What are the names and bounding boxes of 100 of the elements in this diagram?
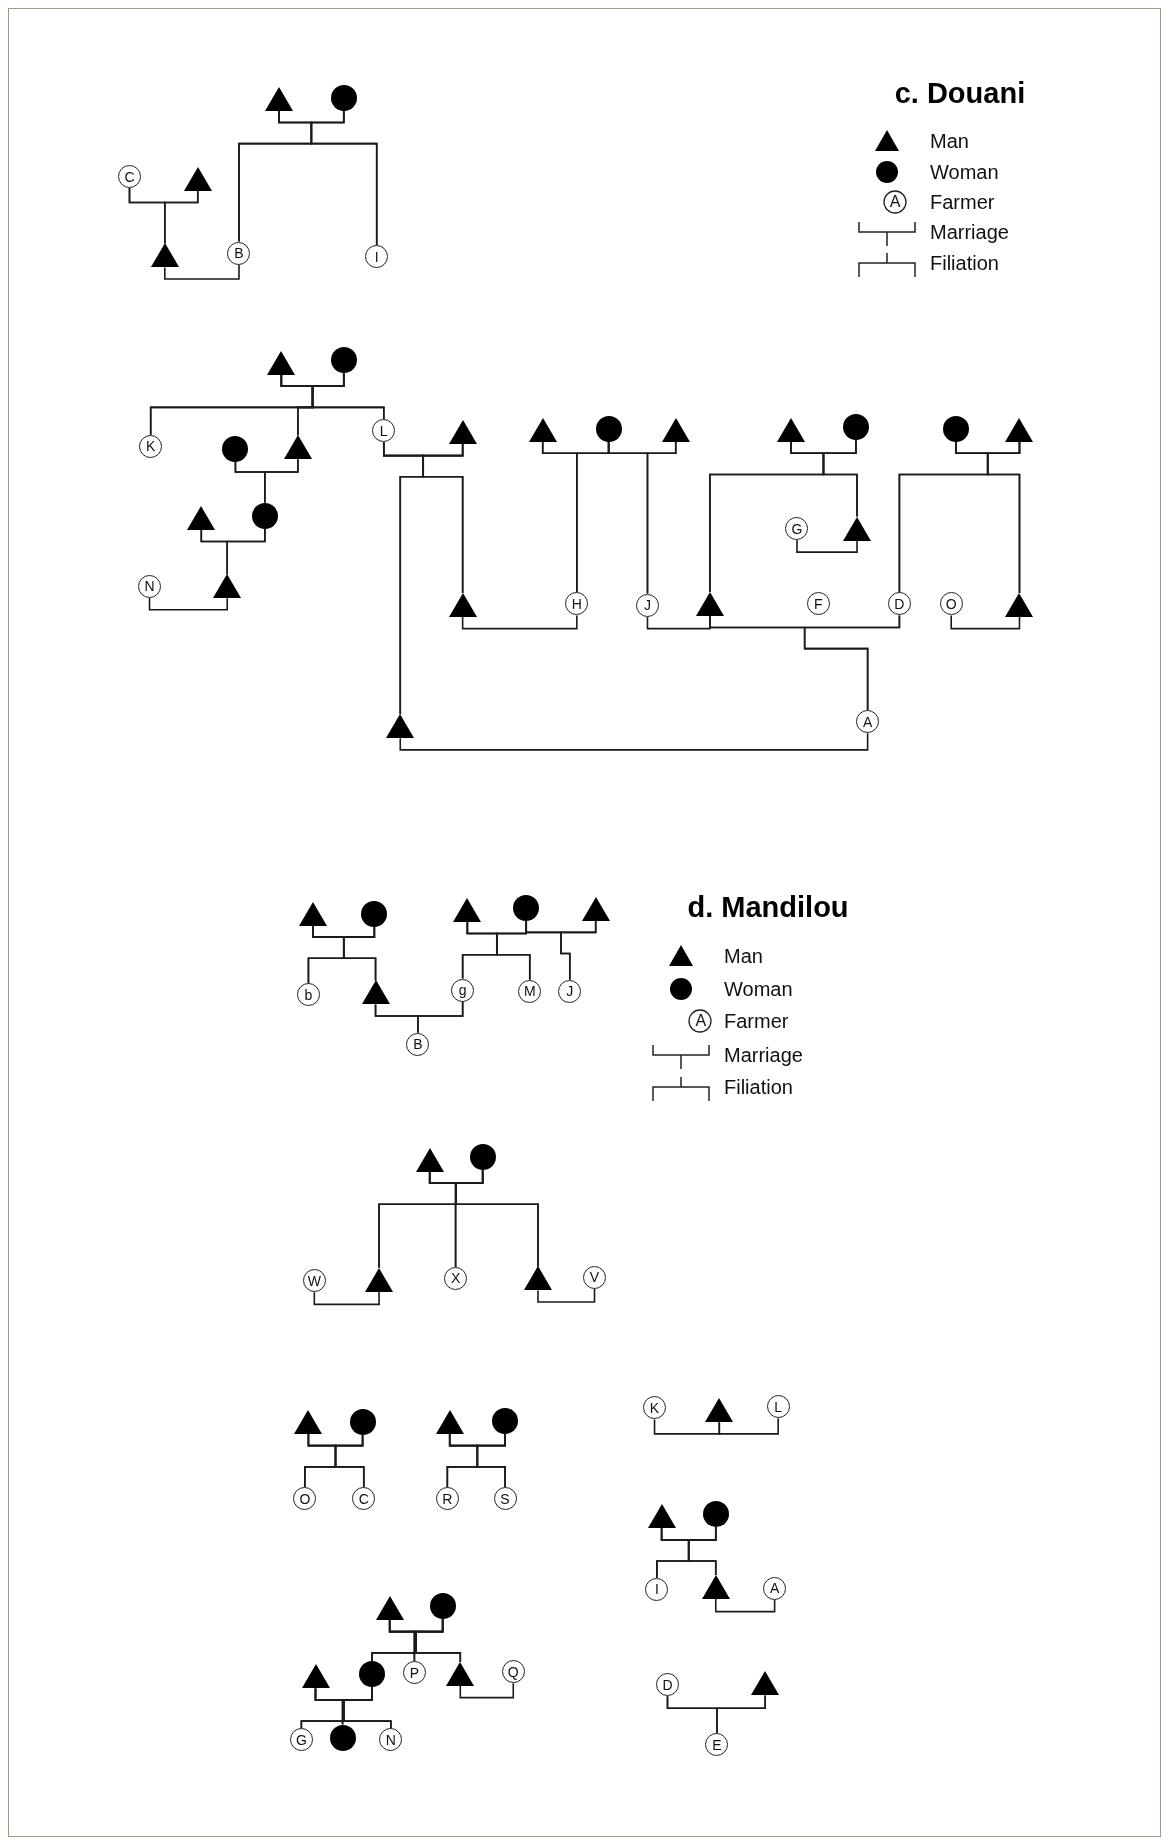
legend-label: Woman: [930, 161, 999, 182]
kinship-line: [461, 614, 578, 630]
letter-circle: W: [302, 1269, 326, 1293]
circle-symbol: [359, 1661, 385, 1688]
triangle-symbol: [183, 166, 212, 191]
kinship-line: [399, 732, 869, 751]
legend-label: Man: [724, 945, 763, 966]
kinship-line: [422, 443, 464, 594]
kinship-line: [796, 539, 858, 553]
circle-symbol: [702, 1500, 729, 1527]
kinship-line: [313, 1290, 380, 1306]
triangle-symbol: [386, 714, 415, 739]
kinship-line: [560, 920, 597, 981]
kinship-line: [310, 109, 378, 246]
circle-symbol: [349, 1409, 376, 1436]
triangle-symbol: [299, 901, 328, 926]
triangle-symbol: [1005, 417, 1034, 442]
triangle-symbol: [213, 574, 242, 599]
triangle-symbol: [705, 1398, 734, 1423]
kinship-line: [646, 615, 711, 630]
triangle-symbol: [265, 86, 293, 111]
circle-symbol: [222, 435, 249, 462]
triangle-symbol: [415, 1147, 444, 1172]
triangle-symbol: [150, 243, 179, 268]
letter-circle: Q: [501, 1660, 525, 1684]
letter-circle: I: [365, 245, 389, 269]
kinship-line: [537, 1288, 596, 1303]
legend-label: Farmer: [930, 192, 995, 213]
letter-circle: B: [406, 1032, 430, 1056]
kinship-line: [716, 1694, 766, 1734]
letter-circle: E: [705, 1733, 729, 1757]
section-heading: c. Douani: [894, 77, 1026, 111]
letter-circle: X: [444, 1266, 468, 1290]
triangle-symbol: [361, 980, 390, 1005]
triangle-symbol: [695, 591, 724, 616]
legend-label: Man: [930, 131, 969, 152]
letter-circle: L: [766, 1395, 790, 1419]
letter-circle: D: [656, 1673, 679, 1697]
triangle-symbol: [435, 1410, 464, 1435]
triangle-symbol: [524, 1266, 552, 1291]
kinship-line: [334, 1434, 365, 1488]
kinship-line: [687, 1526, 717, 1576]
triangle-symbol: [446, 1662, 475, 1687]
letter-circle: J: [635, 593, 659, 617]
triangle-symbol: [301, 1664, 330, 1689]
letter-circle: V: [583, 1265, 606, 1289]
triangle-symbol: [294, 1410, 323, 1435]
letter-circle: R: [435, 1487, 459, 1511]
letter-circle: K: [643, 1396, 667, 1420]
circle-symbol: [842, 414, 869, 441]
circle-symbol: [942, 415, 969, 442]
letter-circle: G: [785, 517, 809, 541]
triangle-symbol: [528, 417, 557, 442]
triangle-symbol: [751, 1671, 780, 1696]
triangle-symbol: [843, 516, 871, 541]
kinship-line: [264, 458, 299, 504]
letter-circle: F: [806, 592, 830, 616]
circle-symbol: [513, 894, 540, 921]
letter-circle: B: [227, 241, 251, 265]
circle-symbol: [469, 1144, 496, 1171]
kinship-line: [653, 1418, 721, 1435]
letter-circle: D: [887, 592, 911, 616]
circle-symbol: [330, 347, 357, 374]
legend-label: Marriage: [930, 221, 1009, 242]
kinship-line: [950, 614, 1021, 630]
letter-circle: S: [493, 1487, 517, 1511]
letter-circle: A: [856, 710, 880, 734]
triangle-symbol: [283, 435, 312, 460]
circle-symbol: [429, 1592, 456, 1619]
section-heading: d. Mandilou: [687, 890, 849, 924]
kinship-line: [148, 596, 228, 611]
triangle-symbol: [375, 1596, 404, 1621]
legend-label: Filiation: [930, 252, 999, 273]
letter-circle: H: [565, 592, 589, 616]
letter-circle: I: [645, 1577, 669, 1601]
triangle-symbol: [661, 417, 690, 442]
circle-symbol: [330, 84, 357, 111]
circle-symbol: [329, 1724, 356, 1751]
triangle-symbol: [1005, 593, 1034, 618]
triangle-symbol: [647, 1504, 676, 1529]
letter-circle: C: [352, 1487, 376, 1511]
triangle-symbol: [448, 593, 477, 618]
letter-circle: A: [763, 1576, 787, 1600]
letter-circle: K: [139, 434, 163, 458]
circle-symbol: [361, 900, 388, 927]
letter-circle: b: [296, 983, 320, 1007]
circle-symbol: [251, 502, 278, 529]
kinship-line: [459, 1682, 515, 1699]
triangle-symbol: [365, 1267, 394, 1292]
kinship-line: [803, 614, 901, 711]
circle-symbol: [492, 1407, 519, 1434]
kinship-line: [986, 440, 1021, 594]
kinship-line: [455, 1169, 539, 1268]
kinship-line: [476, 1433, 506, 1488]
kinship-line: [415, 1617, 462, 1663]
letter-circle: O: [293, 1487, 317, 1511]
triangle-symbol: [777, 417, 806, 442]
letter-circle: N: [138, 574, 161, 598]
kinship-line: [714, 1598, 776, 1613]
letter-circle: J: [558, 979, 582, 1003]
